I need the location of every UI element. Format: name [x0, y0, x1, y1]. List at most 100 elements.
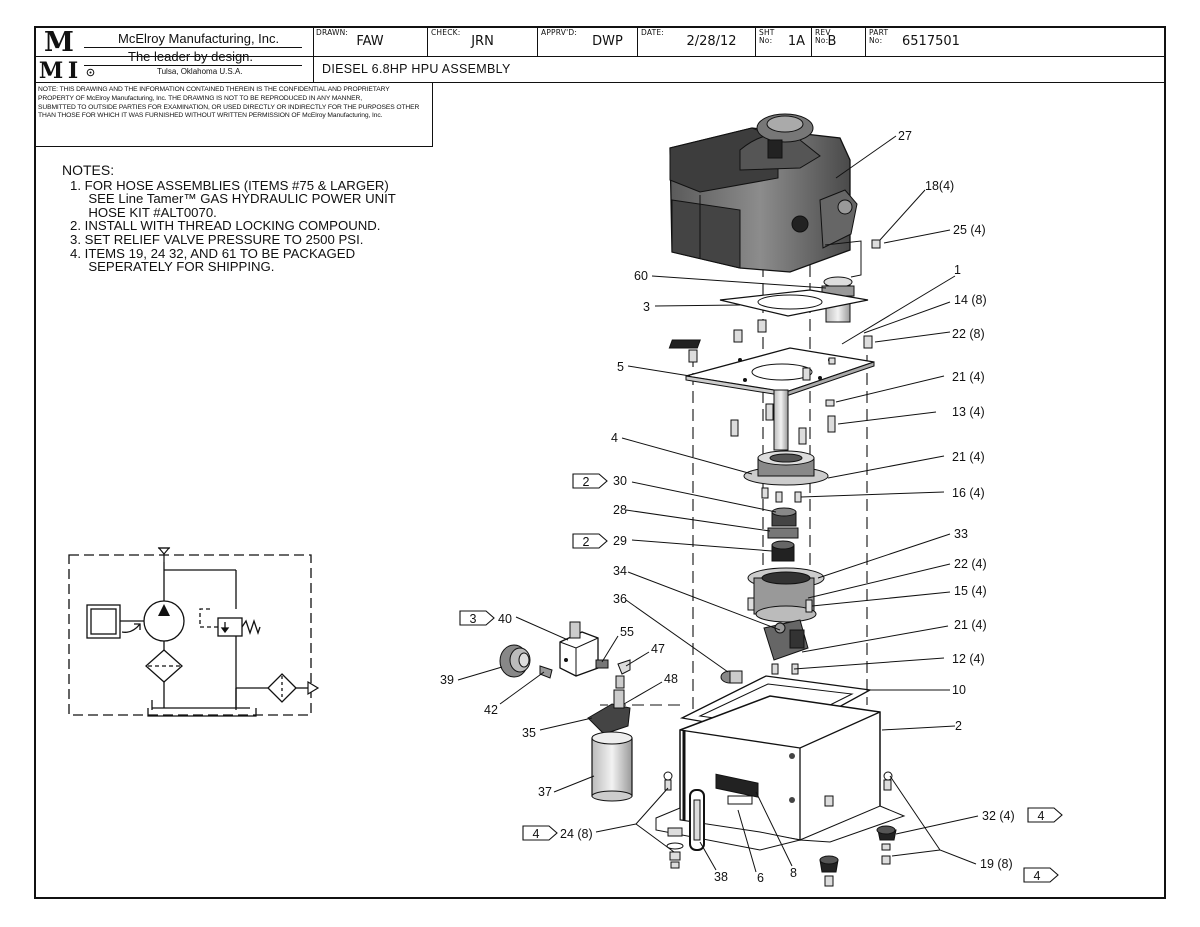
note-line: 1. FOR HOSE ASSEMBLIES (ITEMS #75 & LARG… — [70, 177, 389, 193]
date-value: 2/28/12 — [686, 34, 737, 49]
callout-8: 8 — [790, 866, 797, 880]
note-flag-19 — [1023, 867, 1059, 883]
callout-35: 35 — [522, 726, 536, 740]
callout-27: 27 — [898, 129, 912, 143]
quick-connect-icon — [307, 680, 320, 696]
schematic-boundary — [68, 554, 312, 716]
callout-12: 12 (4) — [952, 652, 985, 666]
tank-symbol — [147, 708, 257, 717]
callout-10: 10 — [952, 683, 966, 697]
rev-cell: REV No: B — [812, 26, 866, 56]
part-label: PART — [869, 28, 889, 37]
check-cell: CHECK: JRN — [428, 26, 538, 56]
filter-head — [587, 689, 631, 735]
part-cell: PART No: 6517501 — [866, 26, 1166, 56]
hydraulic-pump — [763, 619, 809, 661]
date-label: DATE: — [641, 28, 665, 37]
part-value: 6517501 — [902, 34, 960, 49]
rev-value: B — [827, 34, 837, 49]
callout-28: 28 — [613, 503, 627, 517]
callout-60: 60 — [634, 269, 648, 283]
hydraulic-reservoir — [655, 695, 906, 851]
callout-21b: 21 (4) — [952, 450, 985, 464]
callout-2: 2 — [955, 719, 962, 733]
note-flag-number: 4 — [1038, 809, 1045, 823]
note-flag-number: 2 — [583, 475, 590, 489]
callout-18: 18(4) — [925, 179, 954, 193]
title-block-fields: DRAWN: FAW CHECK: JRN APPRV'D: DWP DATE:… — [34, 26, 1166, 56]
callout-32: 32 (4) — [982, 809, 1015, 823]
pump-direction-arrow — [158, 604, 170, 616]
assembly-centerlines — [600, 265, 868, 720]
callout-5: 5 — [617, 360, 624, 374]
callout-22b: 22 (4) — [954, 557, 987, 571]
title-block-line — [34, 82, 35, 146]
drawing-title: DIESEL 6.8HP HPU ASSEMBLY — [322, 62, 511, 76]
callout-38: 38 — [714, 870, 728, 884]
callout-6: 6 — [757, 871, 764, 885]
suction-strainer — [720, 670, 743, 684]
note-flag-24 — [522, 825, 558, 841]
callout-19: 19 (8) — [980, 857, 1013, 871]
gauge-port-icon — [157, 547, 171, 562]
sheet-label: No: — [759, 36, 773, 45]
adapter-plate — [685, 347, 875, 397]
nameplate — [668, 339, 701, 349]
drawing-sheet-border — [34, 26, 1166, 899]
title-block-line — [84, 47, 302, 48]
callout-13: 13 (4) — [952, 405, 985, 419]
sheet-label: SHT — [759, 28, 775, 37]
callout-55: 55 — [620, 625, 634, 639]
callout-16: 16 (4) — [952, 486, 985, 500]
callout-15: 15 (4) — [954, 584, 987, 598]
location-icon — [86, 68, 95, 77]
callout-22a: 22 (8) — [952, 327, 985, 341]
logo-letter: M — [39, 58, 63, 80]
item-callouts: 27 18(4) 25 (4) 1 60 3 14 (8) 22 (8) 5 2… — [440, 129, 1015, 885]
bell-housing — [743, 450, 829, 486]
callout-3: 3 — [643, 300, 650, 314]
mmi-logo: M M I — [39, 28, 78, 80]
callout-30: 30 — [613, 474, 627, 488]
notes-list: 1. FOR HOSE ASSEMBLIES (ITEMS #75 & LARG… — [62, 177, 396, 274]
callout-33: 33 — [954, 527, 968, 541]
note-line: 2. INSTALL WITH THREAD LOCKING COMPOUND. — [70, 218, 381, 234]
drawn-label: DRAWN: — [316, 28, 349, 37]
sight-gauge — [689, 789, 705, 851]
check-value: JRN — [471, 34, 494, 49]
note-flag-40 — [459, 610, 495, 626]
notes-heading: NOTES: — [62, 162, 115, 178]
title-block-line — [432, 82, 433, 147]
hydraulic-schematic — [68, 547, 320, 717]
note-flag-number: 4 — [533, 827, 540, 841]
note-flag-32 — [1027, 807, 1063, 823]
title-block-line — [34, 56, 1166, 57]
cap-screws — [688, 319, 873, 445]
date-cell: DATE: 2/28/12 — [638, 26, 756, 56]
hydraulic-fittings — [499, 644, 631, 689]
note-line: SEE Line Tamer™ GAS HYDRAULIC POWER UNIT — [70, 191, 396, 207]
note-flag-29 — [572, 533, 608, 549]
callout-29: 29 — [613, 534, 627, 548]
callout-4: 4 — [611, 431, 618, 445]
notice-line: PROPERTY OF McElroy Manufacturing, Inc. … — [38, 94, 362, 102]
callout-21c: 21 (4) — [954, 618, 987, 632]
callout-36: 36 — [613, 592, 627, 606]
bell-housing-screws — [761, 487, 802, 503]
approved-cell: APPRV'D: DWP — [538, 26, 638, 56]
title-block-line — [313, 26, 314, 83]
note-line: 3. SET RELIEF VALVE PRESSURE TO 2500 PSI… — [70, 231, 364, 247]
callout-34: 34 — [613, 564, 627, 578]
relief-valve — [559, 621, 599, 677]
title-block-line — [34, 82, 1166, 83]
callout-48: 48 — [664, 672, 678, 686]
part-label: No: — [869, 36, 883, 45]
note-flag-numbers: 2 2 3 4 4 4 — [470, 475, 1045, 883]
sheet-value: 1A — [787, 34, 806, 49]
spin-on-filter — [591, 731, 633, 802]
notice-line: NOTE: THIS DRAWING AND THE INFORMATION C… — [38, 86, 390, 93]
return-filter-symbol — [267, 673, 297, 703]
drawing-notes: NOTES: 1. FOR HOSE ASSEMBLIES (ITEMS #75… — [62, 162, 396, 274]
sheet-cell: SHT No: 1A — [756, 26, 812, 56]
